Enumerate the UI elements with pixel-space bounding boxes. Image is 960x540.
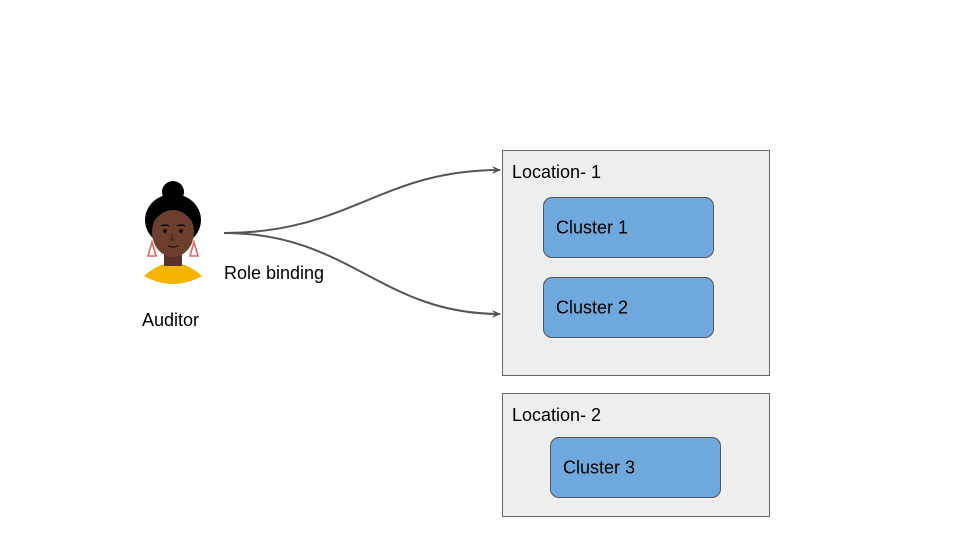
cluster-1-box: Cluster 1 (543, 197, 714, 258)
location-label: Location- 1 (512, 162, 602, 182)
cluster-label: Cluster 3 (563, 457, 636, 477)
cluster-3-box: Cluster 3 (550, 437, 721, 498)
location-label: Location- 2 (512, 405, 602, 425)
cluster-2-box: Cluster 2 (543, 277, 714, 338)
binding-label: Role binding (224, 263, 325, 283)
person-avatar-icon (144, 181, 202, 284)
actor-label: Auditor (142, 310, 200, 330)
arrow-to-cluster-1 (223, 166, 501, 234)
cluster-label: Cluster 2 (556, 297, 629, 317)
location-1-box: Location- 1 Cluster 1 Cluster 2 (502, 150, 770, 376)
location-2-box: Location- 2 Cluster 3 (502, 393, 770, 517)
cluster-label: Cluster 1 (556, 217, 629, 237)
